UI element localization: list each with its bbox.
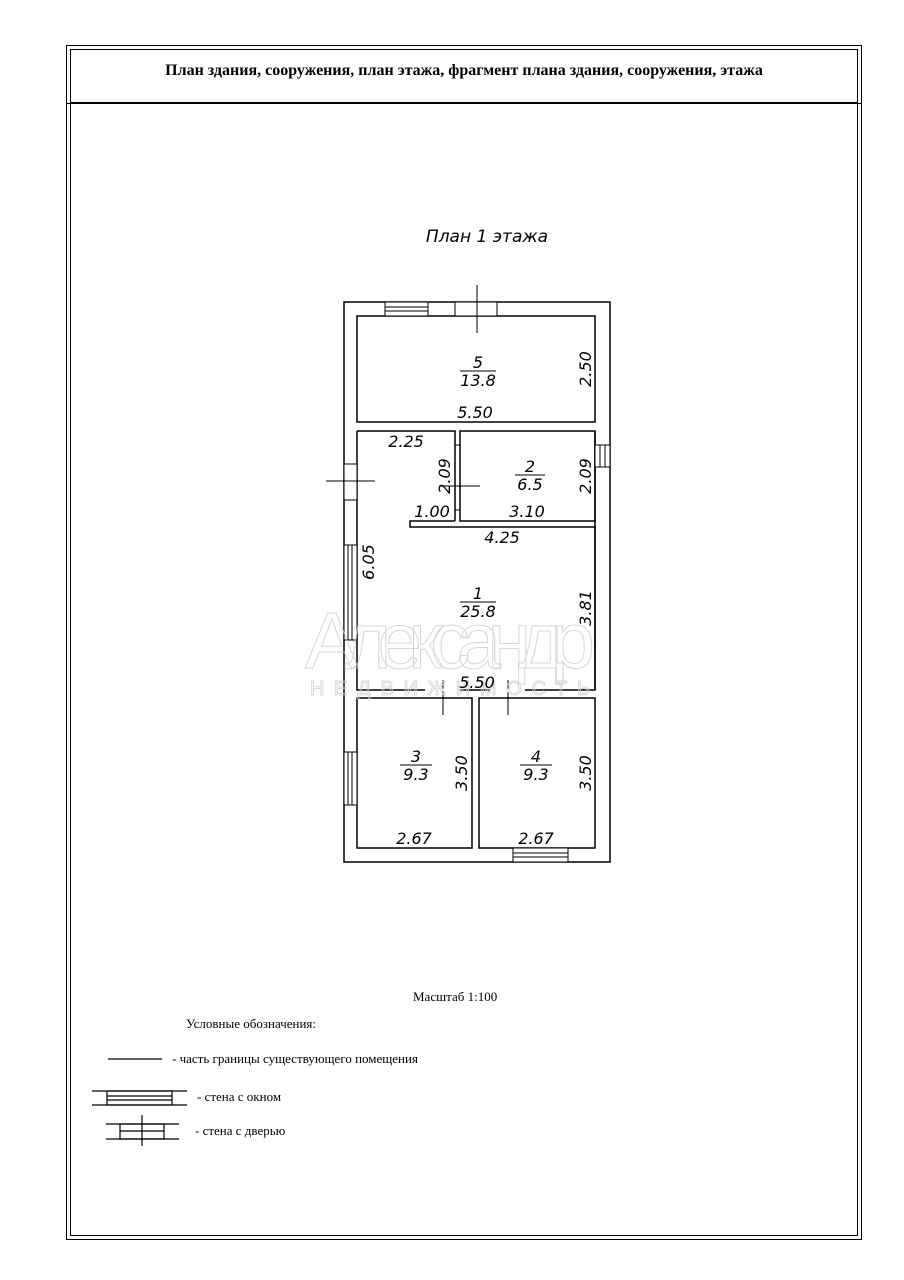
legend-item-window: - стена с окном (197, 1089, 282, 1104)
room-2-number: 2 (525, 457, 535, 476)
room-4-number: 4 (531, 747, 541, 766)
window-room3 (343, 751, 358, 806)
room-4-outline (478, 697, 596, 849)
legend-door-symbol (106, 1115, 179, 1146)
title-divider (66, 103, 862, 104)
room-3-outline (356, 697, 473, 849)
page-frame-inner (70, 49, 858, 1236)
room-2-area: 6.5 (517, 475, 542, 494)
room-4-area: 9.3 (523, 765, 548, 784)
door-left (326, 463, 375, 501)
room-1-area: 25.8 (460, 602, 496, 621)
door-room2 (440, 444, 480, 511)
document-title: План здания, сооружения, план этажа, фра… (165, 62, 763, 79)
dim-r5-height: 2.50 (576, 351, 595, 387)
door-top (454, 285, 498, 333)
dim-r4-height: 3.50 (576, 755, 595, 791)
window-bottom (512, 847, 569, 863)
dim-r1-bottom: 5.50 (459, 673, 495, 692)
legend-item-boundary: - часть границы существующего помещения (172, 1051, 418, 1066)
page-frame-outer (66, 45, 862, 1240)
scale-label: Масштаб 1:100 (413, 989, 498, 1004)
dim-r1-left: 6.05 (359, 544, 378, 580)
dim-r5-width: 5.50 (457, 403, 493, 422)
room-3-number: 3 (411, 747, 421, 766)
plan-title: План 1 этажа (426, 227, 548, 247)
door-room3 (425, 680, 460, 715)
window-room2 (594, 444, 611, 468)
legend-window-symbol (92, 1090, 187, 1106)
dim-r4-width: 2.67 (518, 829, 554, 848)
room-5-area: 13.8 (460, 371, 496, 390)
svg-text:Александр: Александр (305, 596, 595, 685)
room-2-outline (459, 430, 596, 522)
dim-r3-height: 3.50 (452, 755, 471, 791)
dim-hall-height: 2.09 (435, 458, 454, 494)
dim-r1-top: 4.25 (484, 528, 520, 547)
dim-r2-width: 3.10 (509, 502, 545, 521)
legend-title: Условные обозначения: (186, 1016, 317, 1031)
room-1-number: 1 (473, 584, 483, 603)
dim-r2-height: 2.09 (576, 458, 595, 494)
dim-r3-width: 2.67 (396, 829, 432, 848)
window-top (384, 301, 429, 317)
dim-stub: 1.00 (414, 502, 450, 521)
legend-item-door: - стена с дверью (195, 1123, 286, 1138)
dim-hall-width: 2.25 (388, 432, 424, 451)
room-5-number: 5 (473, 353, 483, 372)
dim-r1-right: 3.81 (576, 590, 595, 626)
watermark: Александр НЕДВИЖИМОСТЬ (305, 596, 596, 701)
hall-outline (357, 430, 456, 521)
door-room4 (490, 680, 525, 715)
title-box (70, 49, 858, 103)
room-3-area: 9.3 (403, 765, 428, 784)
window-left (343, 544, 358, 641)
